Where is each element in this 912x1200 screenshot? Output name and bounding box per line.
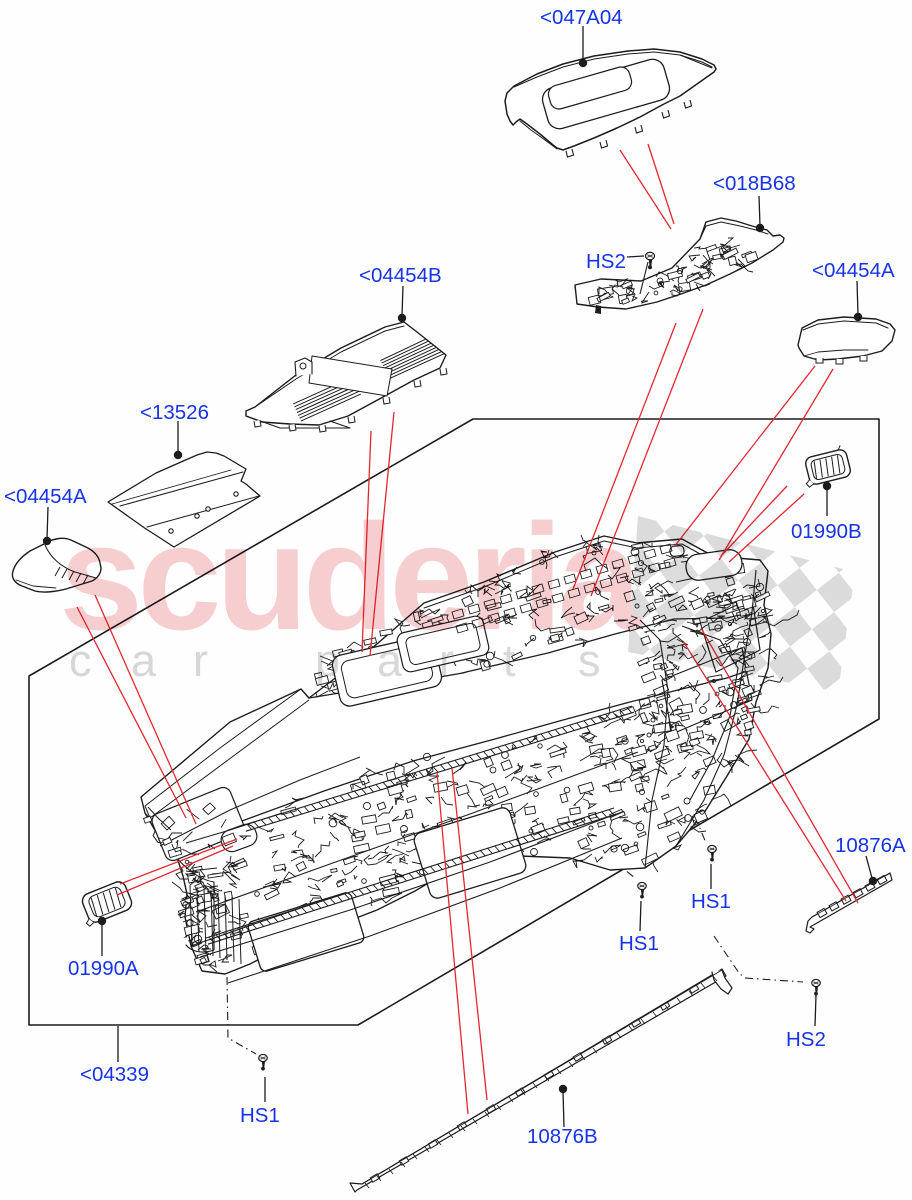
svg-text:01990B: 01990B (791, 520, 862, 543)
svg-text:HS1: HS1 (691, 890, 731, 913)
svg-text:a: a (377, 635, 403, 686)
svg-text:<04339: <04339 (80, 1063, 149, 1086)
svg-text:HS1: HS1 (619, 932, 659, 955)
svg-text:c: c (69, 635, 92, 686)
svg-text:<04454B: <04454B (359, 264, 442, 287)
svg-text:scuderia: scuderia (59, 492, 643, 661)
svg-text:t: t (503, 635, 516, 686)
svg-text:s: s (578, 635, 601, 686)
svg-text:<04454A: <04454A (812, 259, 895, 282)
svg-text:01990A: 01990A (68, 957, 139, 980)
svg-text:p: p (315, 635, 340, 686)
svg-text:r: r (439, 635, 454, 686)
svg-text:10876B: 10876B (527, 1125, 598, 1148)
svg-text:HS1: HS1 (240, 1104, 280, 1127)
svg-text:<13526: <13526 (140, 401, 209, 424)
svg-text:<04454A: <04454A (4, 485, 87, 508)
svg-text:<047A04: <047A04 (540, 6, 623, 29)
svg-text:10876A: 10876A (835, 834, 906, 857)
svg-text:<018B68: <018B68 (713, 172, 796, 195)
svg-text:r: r (193, 635, 208, 686)
svg-text:HS2: HS2 (786, 1028, 826, 1051)
svg-text:a: a (131, 635, 157, 686)
svg-text:HS2: HS2 (586, 250, 626, 273)
